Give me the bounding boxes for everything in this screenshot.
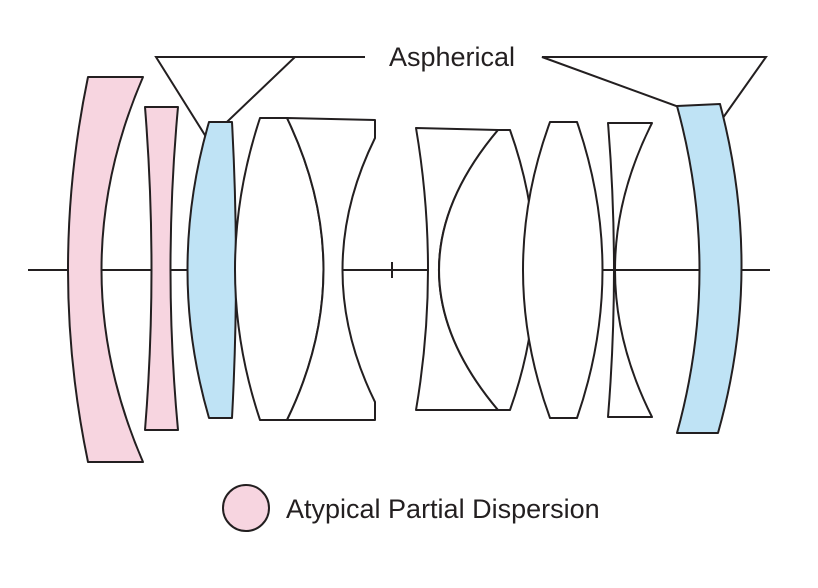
legend-swatch-atypical xyxy=(222,484,270,532)
aspherical-callout-right xyxy=(541,56,768,124)
legend-label: Atypical Partial Dispersion xyxy=(286,494,600,524)
aspherical-label: Aspherical xyxy=(389,42,515,72)
lens-element-10-aspherical xyxy=(676,103,743,434)
lens-element-2 xyxy=(144,106,179,431)
lens-element-1 xyxy=(67,76,144,463)
lens-element-8 xyxy=(522,121,604,419)
lens-element-3-aspherical xyxy=(186,121,237,419)
lens-element-5 xyxy=(286,117,376,421)
lens-element-9 xyxy=(607,122,653,418)
aspherical-callout-left xyxy=(154,56,298,142)
